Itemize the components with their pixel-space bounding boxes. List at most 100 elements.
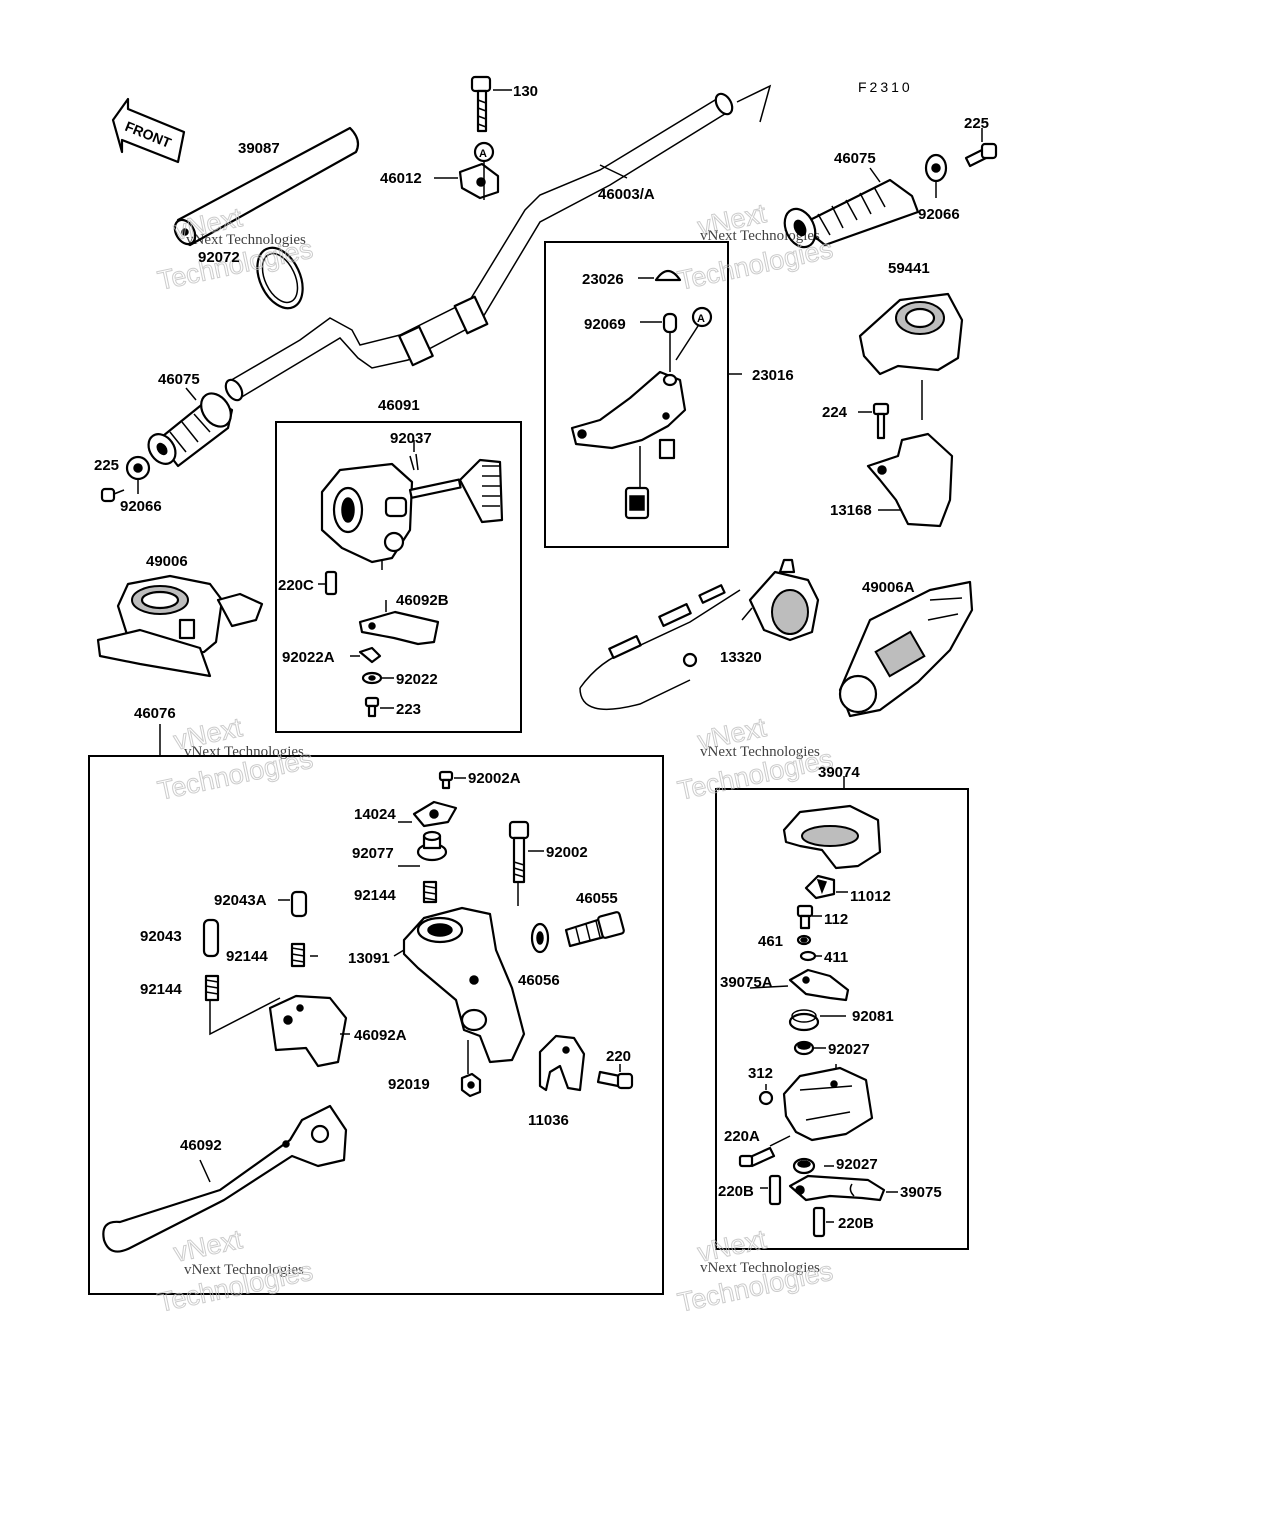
band-part: [256, 246, 304, 310]
label-13168: 13168: [830, 502, 872, 519]
label-39074: 39074: [818, 764, 860, 781]
label-92037: 92037: [390, 430, 432, 447]
grip-tube-part: [173, 126, 360, 247]
label-220a: 220A: [724, 1128, 760, 1145]
left-grip-part: [147, 387, 234, 468]
screw-112-part: [796, 904, 822, 930]
label-49006a: 49006A: [862, 579, 915, 596]
svg-text:A: A: [697, 313, 705, 325]
label-92043a: 92043A: [214, 892, 267, 909]
screw-220b-right-part: [812, 1206, 834, 1238]
switch-housing-part: [320, 458, 504, 570]
label-46092a: 46092A: [354, 1027, 407, 1044]
lever-holder-left-part: [96, 574, 264, 678]
handlebar-part: [224, 84, 772, 402]
label-46075-right: 46075: [834, 150, 876, 167]
svg-text:vNext Technologies: vNext Technologies: [184, 744, 304, 760]
left-grip-cap-part: [125, 455, 151, 494]
cable-13320-part: [579, 558, 820, 711]
throttle-cover-part: [866, 432, 954, 528]
part-labels: 130 39087 46012 46003/A 225 46075 92066 …: [94, 83, 989, 1232]
bracket-46092b-part: [358, 600, 440, 646]
label-39075: 39075: [900, 1184, 942, 1201]
label-225-right: 225: [964, 115, 989, 132]
clamp-46012-part: [434, 162, 500, 200]
washer-411-part: [799, 950, 822, 962]
label-220b-right: 220B: [838, 1215, 874, 1232]
gasket-14024-part: [412, 800, 458, 828]
label-49006: 49006: [146, 553, 188, 570]
washer-92022a-part: [350, 646, 382, 664]
label-92066-left: 92066: [120, 498, 162, 515]
lever-holder-right-part: [838, 580, 974, 718]
cover-39074-part: [782, 804, 882, 870]
spring-92081-part: [788, 1009, 846, 1032]
group-box-23016: [544, 241, 729, 548]
spring-92144-mid-part: [290, 942, 306, 968]
adjuster-46055-part: [564, 911, 625, 948]
screw-220a-part: [738, 1135, 791, 1168]
bracket-46092a-part: [268, 994, 350, 1068]
group-box-46091: [275, 421, 522, 733]
screw-223-part: [364, 696, 380, 718]
group-box-46076: [88, 755, 664, 1295]
label-46075-left: 46075: [158, 371, 200, 388]
bolt-92002-part: [508, 820, 544, 906]
label-59441: 59441: [888, 260, 930, 277]
front-arrow-icon: FRONT: [111, 97, 186, 164]
label-13091: 13091: [348, 950, 390, 967]
screw-220c-part: [318, 570, 338, 596]
label-13320: 13320: [720, 649, 762, 666]
clamp-11036-part: [538, 1034, 586, 1092]
label-46092: 46092: [180, 1137, 222, 1154]
label-46056: 46056: [518, 972, 560, 989]
washer-461-part: [796, 934, 812, 946]
label-224: 224: [822, 404, 848, 421]
svg-text:vNext Technologies: vNext Technologies: [700, 1260, 820, 1276]
screw-312-part: [758, 1084, 774, 1106]
label-39075a: 39075A: [720, 974, 773, 991]
nut-92019-part: [460, 1072, 482, 1098]
svg-text:vNext Technologies: vNext Technologies: [184, 1262, 304, 1278]
leader-lines: [310, 677, 898, 1193]
label-46092b: 46092B: [396, 592, 449, 609]
spring-92144-low-part: [204, 974, 281, 1036]
diagram-code: F2310: [858, 79, 913, 95]
label-92066-right: 92066: [918, 206, 960, 223]
label-92027-top: 92027: [828, 1041, 870, 1058]
label-11012: 11012: [850, 888, 891, 905]
label-92027-low: 92027: [836, 1156, 878, 1173]
label-92144-mid: 92144: [226, 948, 268, 965]
spring-92144-top-part: [422, 880, 438, 904]
brake-lever-46092-part: [102, 1104, 348, 1253]
label-220c: 220C: [278, 577, 314, 594]
label-92077: 92077: [352, 845, 394, 862]
label-23026: 23026: [582, 271, 624, 288]
label-46012: 46012: [380, 170, 422, 187]
label-92002: 92002: [546, 844, 588, 861]
pin-92043a-part: [278, 890, 308, 918]
watermark: vNext vNext Technologies Technologies vN…: [155, 198, 836, 1319]
label-112: 112: [824, 911, 848, 928]
screw-92002a-part: [438, 770, 466, 790]
marker-a-top-icon: A: [473, 141, 495, 163]
screw-225-left-part: [100, 487, 125, 503]
cap-92077-part: [416, 830, 448, 862]
master-cylinder-13091-part: [393, 906, 526, 1074]
throttle-housing-part: [858, 292, 964, 420]
screw-225-right-part: [964, 128, 998, 168]
label-92069: 92069: [584, 316, 626, 333]
label-46055: 46055: [576, 890, 618, 907]
svg-text:vNext Technologies: vNext Technologies: [700, 744, 820, 760]
marker-a-right-icon: A: [675, 306, 713, 361]
label-92144-low: 92144: [140, 981, 182, 998]
label-14024: 14024: [354, 806, 396, 823]
label-225-left: 225: [94, 457, 119, 474]
label-46003a: 46003/A: [598, 186, 655, 203]
right-grip-cap-part: [924, 153, 948, 198]
switch-11012-part: [804, 874, 848, 900]
label-461: 461: [758, 933, 783, 950]
label-92022: 92022: [396, 671, 438, 688]
label-92043: 92043: [140, 928, 182, 945]
label-220: 220: [606, 1048, 631, 1065]
